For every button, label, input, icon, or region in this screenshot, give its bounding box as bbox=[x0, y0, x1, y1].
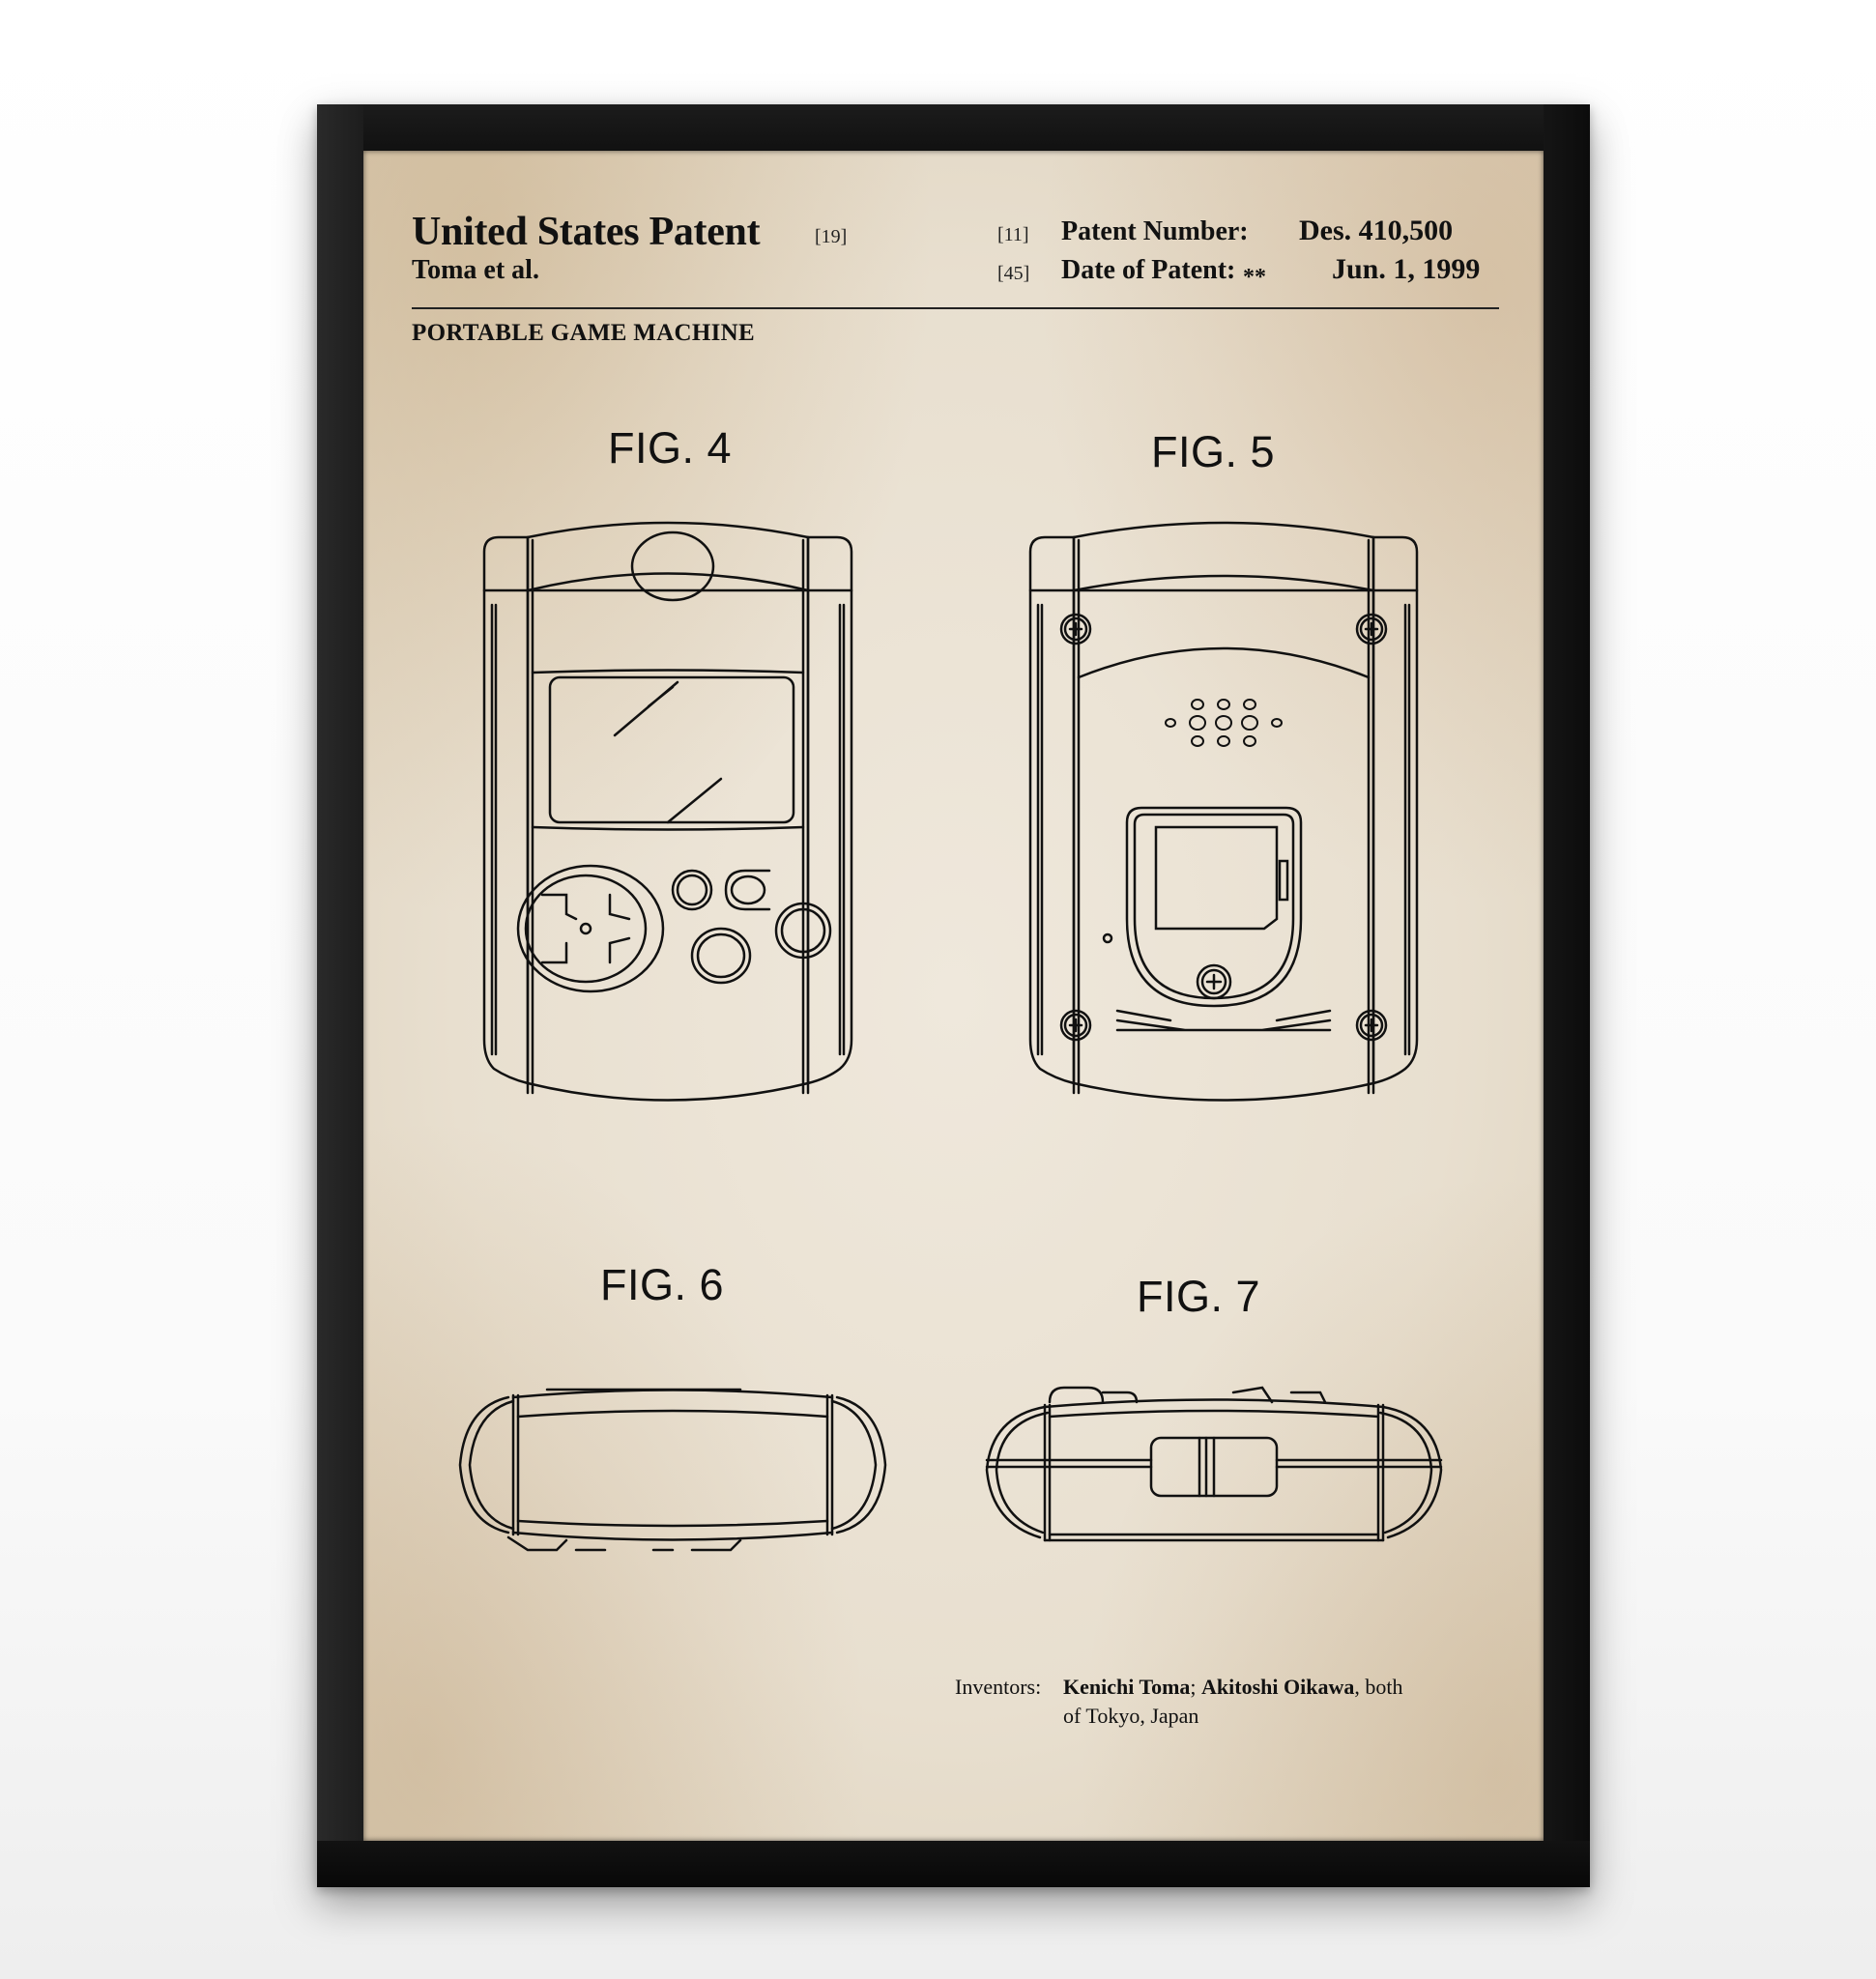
fig-6-label: FIG. 6 bbox=[600, 1260, 725, 1309]
patent-paper: United States Patent [19] [11] Patent Nu… bbox=[363, 151, 1544, 1841]
fig-4-label: FIG. 4 bbox=[608, 423, 733, 473]
patent-author: Toma et al. bbox=[412, 255, 539, 285]
frame-bevel-right bbox=[1544, 104, 1590, 1887]
fig-5-label: FIG. 5 bbox=[1151, 427, 1276, 476]
frame-bevel-left bbox=[317, 104, 363, 1887]
date-label: Date of Patent: bbox=[1061, 255, 1236, 285]
header-rule bbox=[412, 307, 1499, 309]
fig-7-drawing bbox=[982, 1378, 1446, 1552]
fig-5-drawing bbox=[1021, 513, 1427, 1112]
fig-6-drawing bbox=[450, 1378, 895, 1552]
patent-number-value: Des. 410,500 bbox=[1299, 215, 1454, 246]
patent-header: United States Patent [19] [11] Patent Nu… bbox=[412, 209, 1499, 298]
date-value: Jun. 1, 1999 bbox=[1332, 253, 1481, 285]
inventor-suffix: , both bbox=[1354, 1675, 1403, 1699]
inventor-location: of Tokyo, Japan bbox=[1063, 1704, 1199, 1728]
patent-title: United States Patent bbox=[412, 210, 761, 254]
fig-4-drawing bbox=[475, 513, 861, 1112]
inventors-label: Inventors: bbox=[955, 1675, 1042, 1699]
inventor-name-2: Akitoshi Oikawa bbox=[1201, 1675, 1355, 1699]
patent-number-label: Patent Number: bbox=[1061, 216, 1249, 246]
inventor-separator: ; bbox=[1190, 1675, 1202, 1699]
patent-subject: PORTABLE GAME MACHINE bbox=[412, 320, 755, 346]
frame-bevel-bottom bbox=[317, 1841, 1590, 1887]
inventors-block: Inventors: Kenichi Toma; Akitoshi Oikawa,… bbox=[955, 1673, 1496, 1731]
fig-7-label: FIG. 7 bbox=[1137, 1272, 1261, 1321]
date-marker: ** bbox=[1243, 265, 1266, 290]
poster-frame: United States Patent [19] [11] Patent Nu… bbox=[317, 104, 1590, 1887]
title-ref: [19] bbox=[815, 226, 848, 247]
patent-number-ref: [11] bbox=[997, 224, 1029, 245]
date-ref: [45] bbox=[997, 263, 1030, 284]
frame-bevel-top bbox=[317, 104, 1590, 151]
inventor-name-1: Kenichi Toma bbox=[1063, 1675, 1191, 1699]
